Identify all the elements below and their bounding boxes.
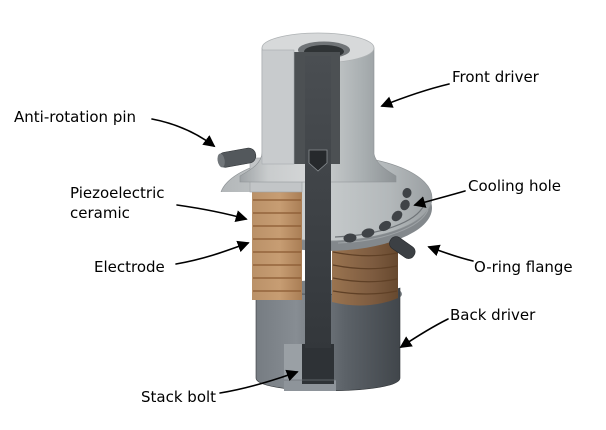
label-cooling-hole: Cooling hole xyxy=(468,177,562,195)
label-front-driver: Front driver xyxy=(452,68,539,86)
bolt-emblem-icon xyxy=(308,149,328,172)
arrow-electrode xyxy=(175,240,250,265)
arrow-front-driver xyxy=(380,83,450,108)
stack-bolt-shape xyxy=(305,56,331,348)
label-piezoelectric-ceramic: Piezoelectric ceramic xyxy=(70,183,165,223)
label-stack-bolt: Stack bolt xyxy=(141,388,217,406)
cooling-hole xyxy=(400,199,410,211)
back-driver-notch xyxy=(284,344,336,391)
flange-lip-edge xyxy=(337,209,429,244)
label-piezoelectric-line2: ceramic xyxy=(70,204,130,222)
arrow-o-ring-flange xyxy=(427,244,474,262)
cooling-hole xyxy=(391,210,403,222)
label-o-ring-flange: O-ring flange xyxy=(474,258,573,276)
cooling-hole xyxy=(378,220,392,232)
cooling-hole xyxy=(343,233,357,243)
arrow-piezoelectric-ceramic xyxy=(176,204,248,222)
cooling-hole xyxy=(402,188,412,198)
stack-bolt-head xyxy=(302,344,334,384)
arrow-stack-bolt xyxy=(219,369,299,394)
label-piezoelectric-line1: Piezoelectric xyxy=(70,184,165,202)
front-driver-cut-face xyxy=(261,49,295,165)
piezo-left-cut-face xyxy=(252,190,302,300)
annotation-arrows xyxy=(151,83,474,394)
cooling-holes xyxy=(343,188,412,243)
arrow-back-driver xyxy=(399,318,449,348)
anti-rotation-pin-shape xyxy=(217,147,257,168)
cooling-hole xyxy=(361,228,375,238)
arrow-anti-rotation-pin xyxy=(151,118,216,148)
label-anti-rotation-pin: Anti-rotation pin xyxy=(14,108,137,126)
label-electrode: Electrode xyxy=(94,258,165,276)
flange-pin-right xyxy=(389,236,416,259)
label-back-driver: Back driver xyxy=(450,306,536,324)
arrow-cooling-hole xyxy=(413,190,466,208)
